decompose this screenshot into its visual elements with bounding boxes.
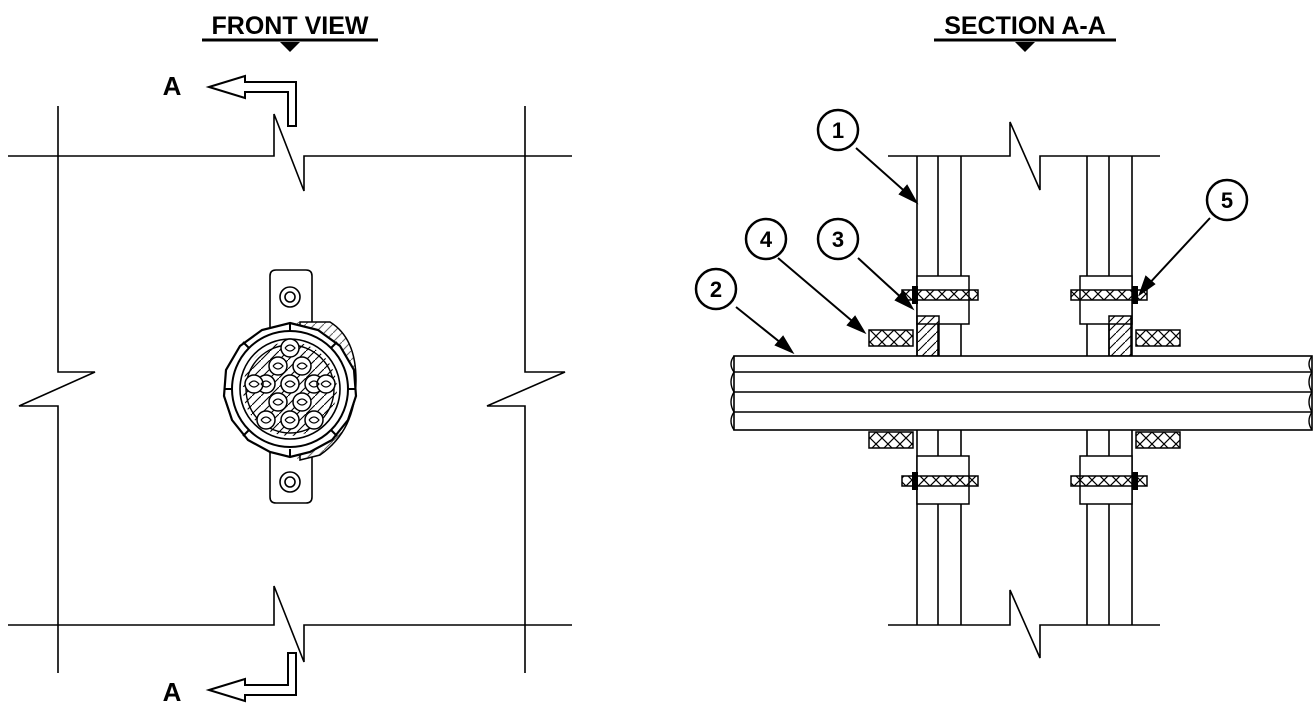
callout-label: 3 [832, 227, 844, 252]
callout-bubble-1: 1 [816, 108, 860, 152]
front-view-title-pointer [280, 42, 300, 52]
section-view-title-pointer [1015, 42, 1035, 52]
seal-top-left [868, 329, 914, 347]
sleeve-top-right [1108, 315, 1132, 357]
clamp-bolt-bottom-right [1070, 455, 1148, 505]
callout-label: 1 [832, 118, 844, 143]
section-marker-bottom-letter: A [163, 677, 182, 707]
section-arrow-bottom [205, 652, 297, 703]
sleeve-top-left [916, 315, 940, 357]
front-view-title: FRONT VIEW [212, 12, 369, 40]
cable-bundle-section [730, 355, 1313, 431]
callout-label: 5 [1221, 188, 1233, 213]
callout-bubble-4: 4 [744, 217, 788, 261]
seal-bottom-left [868, 431, 914, 449]
callout-leaders [735, 147, 1211, 355]
clamp-bolt-bottom-left [901, 455, 979, 505]
wall-outline [8, 106, 572, 673]
cable-bundle [244, 338, 336, 430]
section-view-title: SECTION A-A [944, 12, 1106, 40]
callout-label: 2 [710, 277, 722, 302]
section-marker-top-letter: A [163, 71, 182, 101]
callout-bubble-3: 3 [816, 217, 860, 261]
callout-bubble-2: 2 [694, 267, 738, 311]
section-view: SECTION A-A [694, 12, 1313, 659]
section-arrow-top [205, 74, 297, 127]
callout-label: 4 [760, 227, 773, 252]
seal-top-right [1135, 329, 1181, 347]
front-view: FRONT VIEW A A [8, 12, 572, 707]
mounting-tab-bottom [269, 452, 313, 504]
callout-bubble-5: 5 [1205, 178, 1249, 222]
seal-bottom-right [1135, 431, 1181, 449]
mounting-tab-top [269, 269, 313, 334]
clamp-bolt-top-left [901, 275, 979, 325]
